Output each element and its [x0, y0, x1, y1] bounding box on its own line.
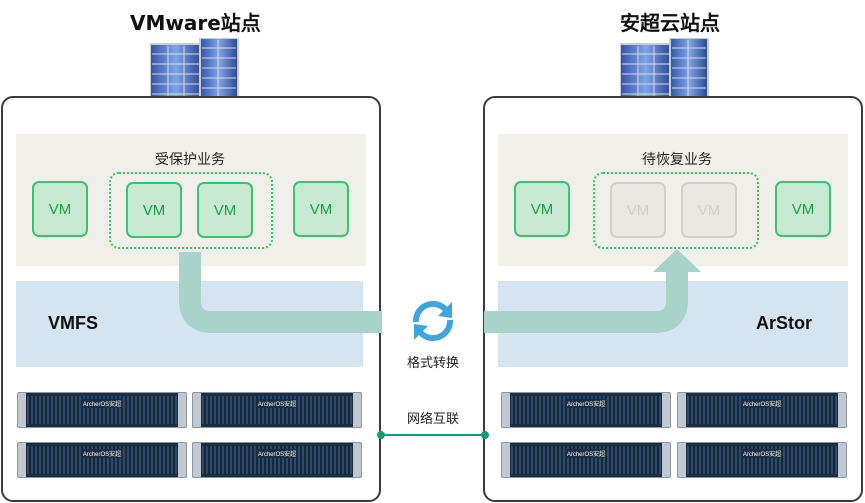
protected-vm-group [109, 172, 273, 249]
server-brand-label: ArcherOS安超 [80, 399, 124, 408]
left-arrow-segment [179, 252, 382, 333]
server-brand-label: ArcherOS安超 [564, 399, 608, 408]
server-brand-label: ArcherOS安超 [564, 449, 608, 458]
right-group-label: 待恢复业务 [642, 152, 712, 168]
vm-box-pending[interactable]: VM [610, 182, 666, 238]
sync-refresh-icon [412, 300, 454, 342]
right-site-title: 安超云站点 [620, 11, 720, 35]
recovery-vm-group [593, 172, 759, 249]
left-group-label: 受保护业务 [155, 152, 225, 168]
vm-box[interactable]: VM [197, 182, 253, 238]
vm-box[interactable]: VM [32, 181, 88, 237]
vm-box[interactable]: VM [126, 182, 182, 238]
left-storage-label: VMFS [48, 313, 99, 333]
server-brand-label: ArcherOS安超 [80, 449, 124, 458]
server-unit: ArcherOS安超 [17, 442, 187, 478]
server-unit: ArcherOS安超 [192, 392, 362, 428]
left-site-title: VMware站点 [130, 11, 261, 35]
server-unit: ArcherOS安超 [501, 392, 671, 428]
network-link-line [377, 431, 489, 439]
vm-box[interactable]: VM [514, 181, 570, 237]
server-unit: ArcherOS安超 [17, 392, 187, 428]
server-brand-label: ArcherOS安超 [255, 449, 299, 458]
vm-box[interactable]: VM [293, 181, 349, 237]
server-unit: ArcherOS安超 [677, 442, 847, 478]
server-brand-label: ArcherOS安超 [740, 449, 784, 458]
right-storage-label: ArStor [756, 313, 813, 333]
server-unit: ArcherOS安超 [677, 392, 847, 428]
vm-box[interactable]: VM [775, 181, 831, 237]
server-unit: ArcherOS安超 [192, 442, 362, 478]
server-brand-label: ArcherOS安超 [255, 399, 299, 408]
conversion-label: 格式转换 [406, 356, 459, 371]
network-label: 网络互联 [406, 412, 459, 427]
vm-box-pending[interactable]: VM [681, 182, 737, 238]
server-unit: ArcherOS安超 [501, 442, 671, 478]
server-brand-label: ArcherOS安超 [740, 399, 784, 408]
